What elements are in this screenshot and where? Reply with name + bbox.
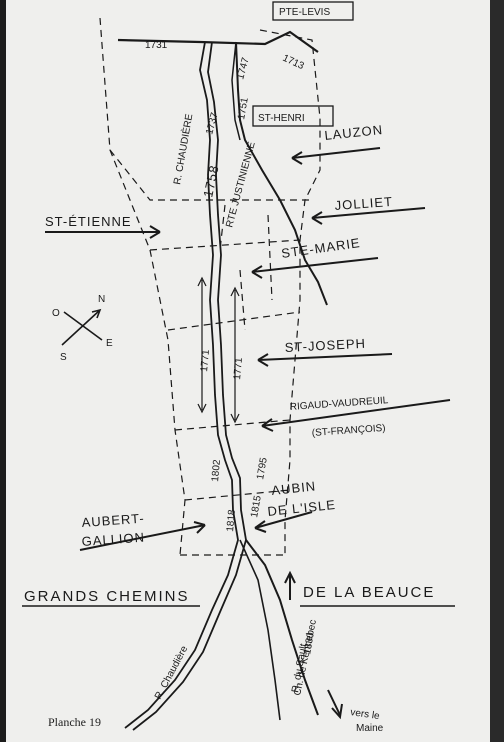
year-1818: 1818 [225,509,238,533]
arrow-ste-marie-head [251,265,263,279]
segment-arrow-up-1 [197,276,207,287]
place-st-etienne: ST-ÉTIENNE [45,214,132,229]
place-jolliet: JOLLIET [334,194,393,213]
year-1802: 1802 [210,459,223,483]
segment-arrow-up-2 [230,286,240,297]
boundary-rigaud [174,419,291,431]
river-du-sault [239,539,281,721]
chaudiere-river [124,41,247,731]
arrow-lauzon-head [291,151,303,165]
arrow-jolliet [311,207,426,219]
boundary-st-joseph [167,311,301,331]
boundary-jolliet [109,149,312,201]
arrow-st-joseph [257,353,393,361]
road-top-1731 [117,30,319,53]
place-maine: Maine [356,723,384,734]
compass-n: N [98,294,105,305]
boundary-inner-2 [267,214,273,301]
compass-north-arrow [91,308,102,319]
arrow-rigaud [261,399,451,427]
arrow-st-etienne-head [149,225,161,239]
place-aubert-line2: GALLION [81,530,145,549]
paper-sheet [6,0,498,742]
road-st-henri [231,41,241,141]
arrow-ste-marie [251,257,379,273]
year-1758: 1758 [200,163,222,198]
label-arrows [45,147,451,720]
segment-arrow-down-2 [230,413,240,424]
road-east-branch [235,41,328,306]
compass-e: E [106,338,113,349]
year-1771-west: 1771 [199,349,212,373]
place-aubert-line1: AUBERT- [81,511,145,530]
compass-o: O [52,308,60,319]
arrow-jolliet-head [311,211,323,225]
segment-arrow-down-1 [197,403,207,414]
arrow-rigaud-head [261,418,274,432]
compass-axis-eo [63,311,103,341]
compass-rose [61,308,103,346]
place-st-henri: ST-HENRI [258,113,305,124]
road-kennebec-1830 [245,539,319,716]
boundary-ste-marie [149,239,301,251]
place-st-joseph: ST-JOSEPH [284,336,366,355]
place-lauzon: LAUZON [324,122,384,143]
place-aubin-line1: AUBIN [271,478,317,498]
plate-caption: Planche 19 [48,715,101,729]
compass-axis-ns [61,309,101,346]
arrow-aubert [79,524,206,551]
boundary-inner-3 [239,269,246,331]
arrow-maine [327,689,341,716]
arrow-aubin [254,511,313,529]
year-1795: 1795 [255,456,270,480]
pte-levis-box [272,1,354,21]
arrow-aubin-head [254,520,267,533]
arrow-north-fork-head [284,570,296,584]
arrow-aubert-head [193,521,206,534]
year-1731: 1731 [145,40,168,51]
title-grands-chemins: GRANDS CHEMINS [24,588,190,605]
compass-s: S [60,352,67,363]
river-bank-west [124,41,239,729]
place-vers-le: vers le [350,707,381,722]
boundary-aubin [184,489,291,501]
title-de-la-beauce: DE LA BEAUCE [303,584,435,601]
place-pte-levis: PTE-LEVIS [279,7,330,18]
st-henri-box [252,105,334,127]
place-aubin-line2: DE L'ISLE [267,497,337,519]
year-1751: 1751 [236,96,251,120]
year-1815: 1815 [249,494,264,518]
year-1771-east: 1771 [232,357,245,381]
book-edge [490,0,504,742]
arrow-maine-head [331,703,343,720]
arrow-lauzon [291,147,381,159]
place-rigaud-line2: (ST-FRANÇOIS) [311,423,385,439]
year-1830: 1830 [302,631,317,655]
arrow-st-joseph-head [257,353,269,367]
river-bank-east [132,41,247,731]
segment-1771-markers [197,276,240,424]
